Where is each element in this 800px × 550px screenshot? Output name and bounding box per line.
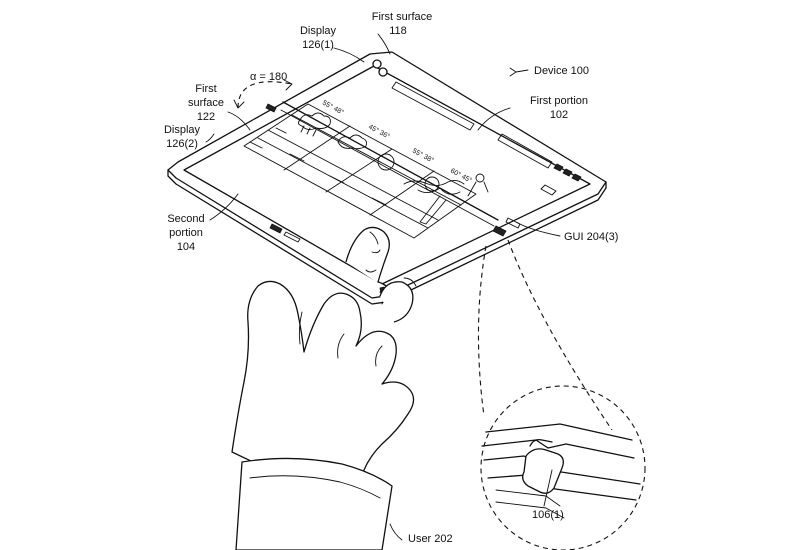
label-device-100: Device 100	[534, 65, 589, 77]
device-100	[167, 51, 607, 305]
hinge-detail-callout	[477, 239, 646, 550]
label-display-126-1-l2: 126(1)	[302, 39, 334, 51]
user-hand-202	[231, 226, 417, 550]
label-user-202: User 202	[408, 533, 453, 545]
label-first-surface-118-l1: First surface	[372, 11, 433, 23]
label-display-126-2-l2: 126(2)	[166, 138, 198, 150]
label-gui-204-3: GUI 204(3)	[564, 231, 618, 243]
label-second-portion-104-l3: 104	[177, 241, 195, 253]
leader-lines	[205, 33, 561, 541]
on-screen-figure	[403, 173, 489, 225]
label-display-126-1-l1: Display	[300, 25, 337, 37]
hinge-106-1	[481, 423, 641, 519]
label-hinge-106-1: 106(1)	[532, 509, 564, 521]
label-first-portion-102-l2: 102	[550, 109, 568, 121]
label-first-surface-122-l1: First	[195, 83, 216, 95]
label-first-surface-122-l3: 122	[197, 111, 215, 123]
label-second-portion-104-l2: portion	[169, 227, 203, 239]
label-first-portion-102-l1: First portion	[530, 95, 588, 107]
label-display-126-2-l1: Display	[164, 124, 201, 136]
label-second-portion-104-l1: Second	[167, 213, 204, 225]
label-first-surface-122-l2: surface	[188, 97, 224, 109]
labels: First surface 118 Display 126(1) Device …	[164, 11, 618, 545]
label-alpha: α = 180	[250, 71, 287, 83]
label-first-surface-118-l2: 118	[389, 25, 407, 37]
